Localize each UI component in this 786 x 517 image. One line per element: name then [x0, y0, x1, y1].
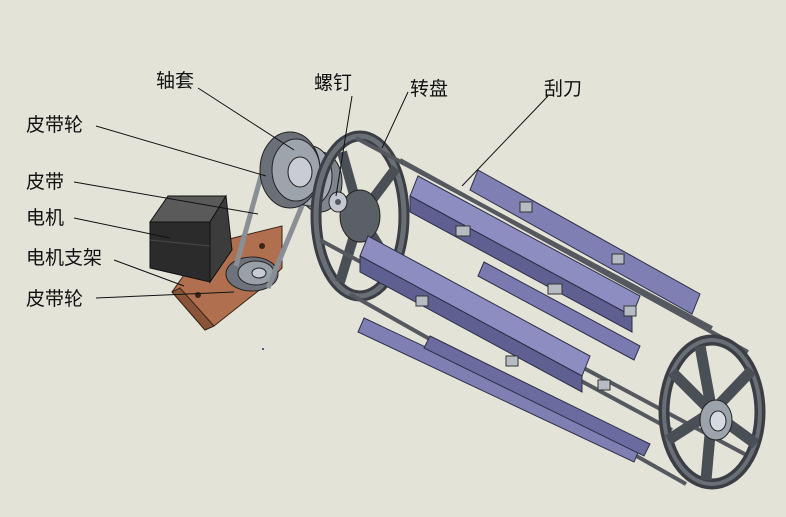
blade-clamps [415, 201, 637, 391]
label-scraper: 刮刀 [544, 78, 583, 100]
label-motor: 电机 [26, 207, 65, 229]
label-belt: 皮带 [26, 171, 65, 193]
screw [328, 191, 348, 213]
label-turntable: 转盘 [410, 78, 449, 100]
turntable-rear [310, 130, 410, 302]
label-pulley-bottom: 皮带轮 [26, 288, 84, 310]
turntable-front [658, 334, 766, 490]
leader-lines [73, 87, 549, 299]
label-sleeve: 轴套 [156, 70, 195, 92]
speck [262, 348, 264, 350]
label-screw: 螺钉 [314, 72, 353, 94]
pulley-top [259, 131, 321, 209]
label-motor-bracket: 电机支架 [26, 247, 103, 269]
label-pulley-top: 皮带轮 [26, 114, 84, 136]
